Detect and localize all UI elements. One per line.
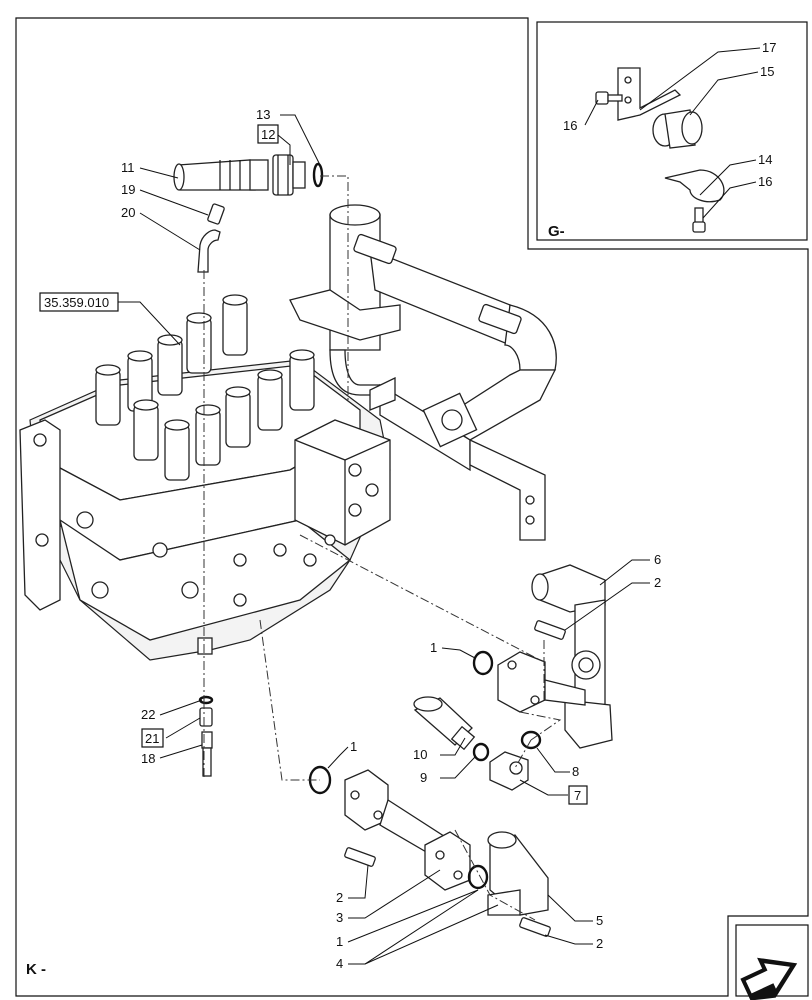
callout-2-middle: 2 — [336, 890, 343, 905]
callout-22: 22 — [141, 707, 155, 722]
reference-box — [39, 292, 119, 312]
o-ring-4 — [467, 864, 489, 890]
callout-19: 19 — [121, 182, 135, 197]
spool-caps — [95, 294, 315, 481]
callout-3: 3 — [336, 910, 343, 925]
callout-1-lower: 1 — [336, 934, 343, 949]
callout-11: 11 — [121, 160, 135, 175]
callout-4: 4 — [336, 956, 343, 971]
hose-fitting-11 — [173, 159, 269, 191]
bolt-16-upper — [595, 91, 623, 105]
callout-13: 13 — [256, 107, 270, 122]
callout-14: 14 — [758, 152, 772, 167]
pipe-3 — [344, 769, 471, 891]
o-ring-8 — [520, 730, 542, 750]
callout-5: 5 — [596, 913, 603, 928]
adapter-21 — [199, 707, 213, 727]
bolt-2-lower — [519, 917, 551, 937]
elbow-20 — [197, 229, 221, 273]
bracket-17 — [617, 67, 682, 121]
callout-2-lower: 2 — [596, 936, 603, 951]
callout-1-middle: 1 — [350, 739, 357, 754]
main-frame-border — [15, 17, 809, 997]
tube-18 — [201, 731, 213, 777]
callout-16-lower: 16 — [758, 174, 772, 189]
callout-6: 6 — [654, 552, 661, 567]
callout-7: 7 — [574, 788, 581, 803]
bolt-16-lower — [692, 207, 706, 233]
callout-17: 17 — [762, 40, 776, 55]
callout-2-upper: 2 — [654, 575, 661, 590]
inset-frame-border — [536, 21, 808, 241]
callout-12-box — [257, 124, 279, 144]
bolt-2-upper — [534, 620, 566, 640]
callout-1-upper: 1 — [430, 640, 437, 655]
callout-18: 18 — [141, 751, 155, 766]
leader-lines — [118, 47, 761, 965]
callout-20: 20 — [121, 205, 135, 220]
callout-10: 10 — [413, 747, 427, 762]
o-ring-1-upper — [472, 650, 494, 676]
o-ring-13 — [312, 162, 324, 188]
pipe-assembly-6 — [531, 564, 613, 749]
o-ring-9 — [472, 742, 490, 762]
callout-9: 9 — [420, 770, 427, 785]
arrow-icon[interactable] — [735, 943, 806, 1000]
elbow-5 — [487, 831, 549, 916]
center-lines — [203, 175, 562, 921]
callout-16-upper: 16 — [563, 118, 577, 133]
clamp-14 — [664, 169, 725, 203]
adapter-7 — [489, 751, 529, 791]
callout-15: 15 — [760, 64, 774, 79]
callout-8: 8 — [572, 764, 579, 779]
tube-assembly-upper — [289, 204, 557, 541]
main-frame-label: K - — [26, 961, 46, 978]
inset-frame-label: G- — [548, 223, 565, 240]
callout-12: 12 — [261, 127, 275, 142]
flange-block — [497, 651, 586, 713]
fitting-19 — [207, 203, 225, 225]
control-valve-bank — [19, 294, 391, 661]
callout-7-box — [568, 785, 588, 805]
bolt-2-middle — [344, 847, 376, 867]
reference-label: 35.359.010 — [44, 295, 109, 310]
callout-21: 21 — [145, 731, 159, 746]
callout-21-box — [141, 728, 164, 748]
callout-labels: 13 12 11 19 20 35.359.010 22 21 18 17 15… — [39, 40, 776, 971]
o-ring-22 — [198, 695, 214, 705]
hose-fitting-10 — [413, 696, 476, 751]
sleeve-15 — [652, 109, 703, 149]
adapter-12 — [272, 154, 306, 196]
